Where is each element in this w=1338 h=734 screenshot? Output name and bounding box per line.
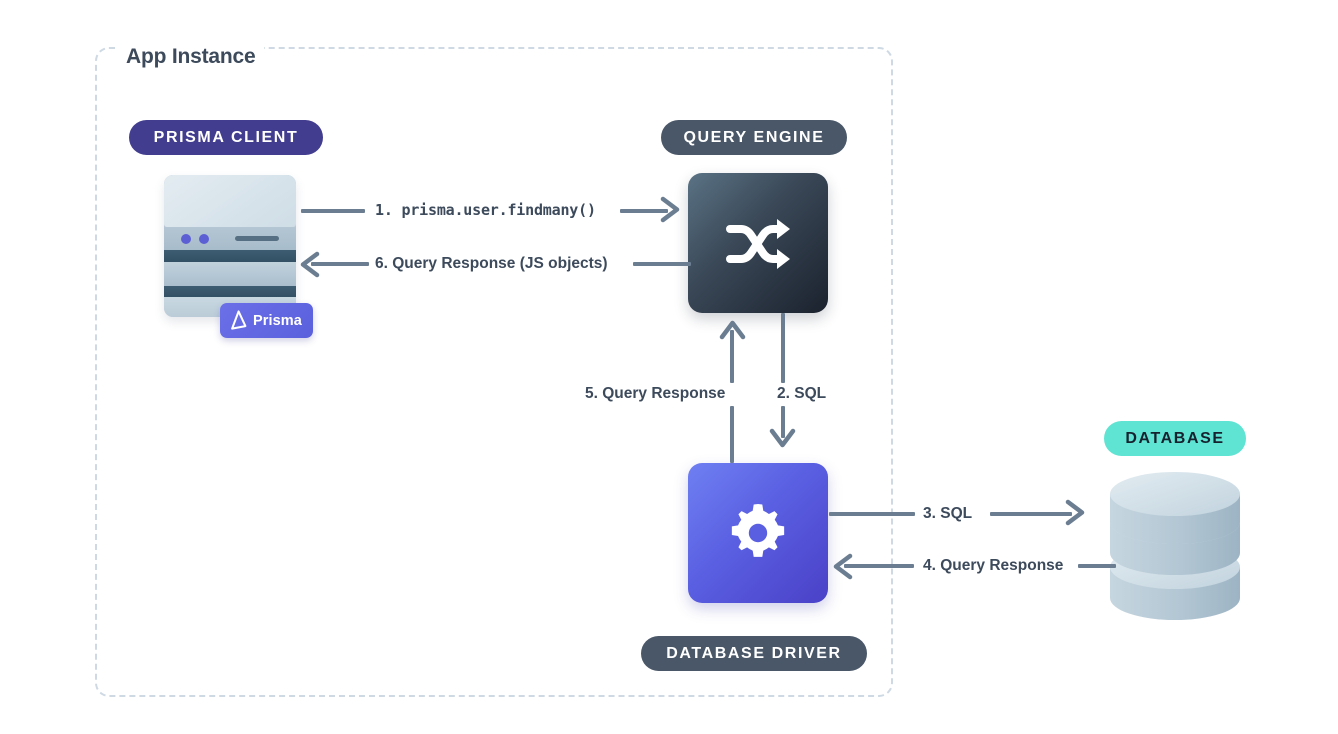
flow-2-line-lower [781,406,785,438]
server-layer-divider-2 [164,286,296,297]
server-layer-band-2 [164,262,296,286]
flow-4-arrowhead [833,553,863,585]
flow-3-label: 3. SQL [923,505,973,522]
prisma-triangle-icon [231,310,247,330]
query-engine-box [688,173,828,313]
prisma-logo-badge: Prisma [220,303,313,338]
shuffle-icon [726,219,790,269]
flow-2-line-upper [781,313,785,383]
server-slot-icon [235,236,279,241]
flow-6-line-left [311,262,369,266]
prisma-client-server-stack [164,175,296,317]
flow-1-arrowhead [660,196,690,228]
flow-1-line-right [620,209,668,213]
server-led-icon-2 [199,234,209,244]
server-layer-divider-1 [164,250,296,262]
flow-4-label: 4. Query Response [923,557,1064,574]
flow-1-line-left [301,209,365,213]
flow-6-line-right [633,262,691,266]
flow-5-line-upper [730,330,734,383]
database-driver-box [688,463,828,603]
prisma-client-badge: PRISMA CLIENT [129,120,323,155]
database-cylinder [1110,470,1240,630]
database-cylinder-icon [1110,472,1240,620]
server-layer-top [164,175,296,227]
flow-5-label: 5. Query Response [585,385,726,402]
flow-2-label: 2. SQL [777,385,827,402]
flow-6-arrowhead [300,251,330,283]
database-badge: DATABASE [1104,421,1246,456]
query-engine-badge: QUERY ENGINE [661,120,847,155]
database-driver-badge: DATABASE DRIVER [641,636,867,671]
server-led-icon-1 [181,234,191,244]
flow-5-line-lower [730,406,734,463]
gear-icon [731,504,785,557]
flow-3-line-right [990,512,1072,516]
app-instance-title: App Instance [118,44,265,70]
flow-4-line-right [1078,564,1116,568]
flow-1-label: 1. prisma.user.findmany() [375,201,596,219]
prisma-logo-label: Prisma [253,312,302,329]
flow-4-line-left [844,564,914,568]
flow-2-arrowhead [769,428,796,463]
flow-3-arrowhead [1065,499,1095,531]
server-layer-band-1 [164,227,296,250]
app-instance-container [95,47,893,697]
flow-6-label: 6. Query Response (JS objects) [375,255,608,272]
flow-3-line-left [829,512,915,516]
flow-5-arrowhead [719,320,746,355]
